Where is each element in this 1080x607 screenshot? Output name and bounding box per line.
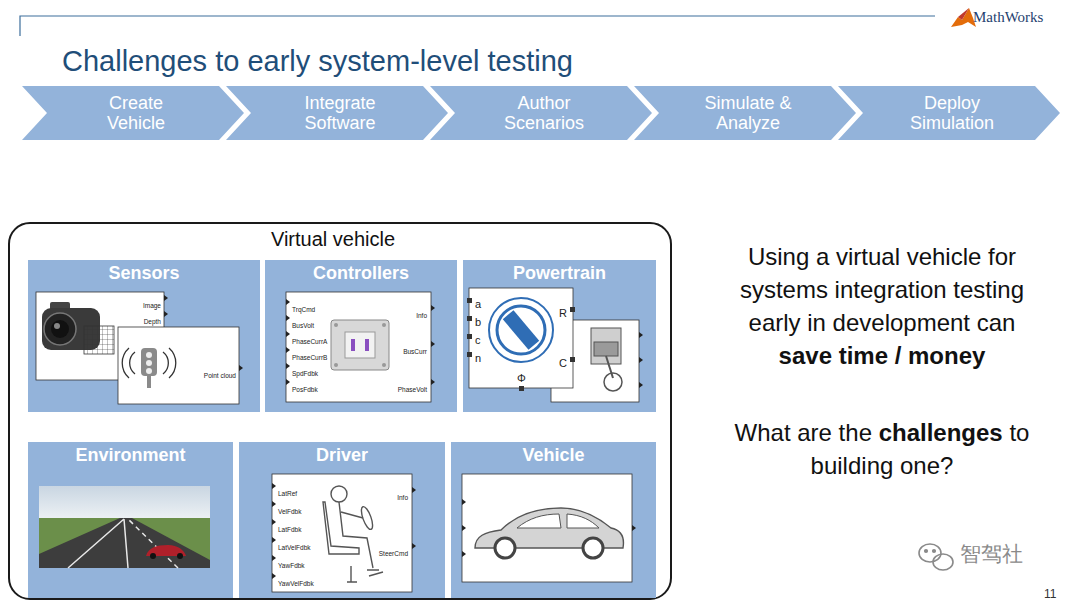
step-label: Deploy Simulation: [896, 93, 1008, 133]
virtual-vehicle-frame: Virtual vehicle SensorsImageDepthPoint c…: [8, 222, 672, 600]
port-name: LatVelFdbk: [278, 544, 311, 552]
label-anchor: Image: [143, 294, 161, 312]
component-panel: DriverLatRefVelFdbkLatFdbkLatVelFdbkYawF…: [239, 442, 445, 598]
label-anchor: a: [475, 294, 481, 312]
scene-image: [28, 442, 221, 598]
label-anchor: R: [559, 303, 567, 321]
label-anchor: Info: [416, 304, 427, 322]
component-panel: Environment: [28, 442, 233, 598]
label-anchor: Info: [397, 486, 408, 504]
port-name: Image: [143, 302, 161, 310]
port-name: LatFdbk: [278, 526, 302, 534]
label-anchor: SteerCmd: [379, 542, 408, 560]
port-name: BusVolt: [292, 322, 314, 330]
label-anchor: Depth: [144, 310, 161, 328]
label-anchor: BusCurr: [403, 340, 427, 358]
port-name: BusCurr: [403, 348, 427, 356]
label-anchor: PhaseVolt: [398, 378, 427, 396]
mathworks-logo: [951, 8, 976, 27]
panel-heading: Vehicle: [451, 445, 656, 466]
label-anchor: YawVelFdbk: [278, 572, 314, 590]
terminal-name: c: [475, 334, 481, 347]
slide-title: Challenges to early system-level testing: [62, 45, 573, 78]
panel-heading: Controllers: [265, 263, 457, 284]
brand-name: MathWorks: [973, 9, 1043, 26]
driver-block: [239, 442, 433, 598]
port-name: PhaseVolt: [398, 386, 427, 394]
label-anchor: b: [475, 312, 481, 330]
label-anchor: c: [475, 330, 481, 348]
note-text: What are the: [735, 419, 872, 446]
label-anchor: LatVelFdbk: [278, 536, 311, 554]
port-name: Info: [397, 494, 408, 502]
vehicle-block: [451, 442, 644, 598]
port-name: PhaseCurrA: [292, 338, 327, 346]
panel-heading: Driver: [239, 445, 445, 466]
process-step-chevron: Deploy Simulation: [838, 86, 1060, 140]
port-name: TrqCmd: [292, 306, 315, 314]
component-panel: ControllersTrqCmdBusVoltPhaseCurrA PhaseC…: [265, 260, 457, 412]
label-anchor: TrqCmd: [292, 298, 315, 316]
port-name: PosFdbk: [292, 386, 318, 394]
note-paragraph: Using a virtual vehicle for systems inte…: [717, 240, 1047, 372]
label-anchor: YawFdbk: [278, 554, 305, 572]
label-anchor: LatRef: [278, 482, 297, 500]
watermark: 智驾社: [960, 540, 1023, 568]
process-step-chevron: Create Vehicle: [22, 86, 244, 140]
terminal-name: n: [475, 352, 481, 365]
component-panel: Powertrain abcn R C Φ: [463, 260, 656, 412]
port-name: VelFdbk: [278, 508, 302, 516]
process-step-chevron: Simulate & Analyze: [634, 86, 856, 140]
label-anchor: PhaseCurrB: [292, 346, 327, 364]
label-anchor: BusVolt: [292, 314, 314, 332]
panel-heading: Sensors: [28, 263, 260, 284]
terminal-name: Φ: [517, 372, 526, 385]
terminal-name: b: [475, 316, 481, 329]
port-name: SpdFdbk: [292, 370, 318, 378]
port-name: SteerCmd: [379, 550, 408, 558]
component-panel: Vehicle: [451, 442, 656, 598]
port-name: Point cloud: [204, 372, 236, 380]
emphasis-text: save time / money: [779, 342, 986, 369]
terminal-name: R: [559, 307, 567, 320]
note-text: Using a virtual vehicle for systems inte…: [740, 243, 1024, 336]
panel-heading: Powertrain: [463, 263, 656, 284]
panel-heading: Environment: [28, 445, 233, 466]
emphasis-text: challenges: [879, 419, 1003, 446]
port-name: PhaseCurrB: [292, 354, 327, 362]
label-anchor: PosFdbk: [292, 378, 318, 396]
label-anchor: VelFdbk: [278, 500, 302, 518]
port-name: YawVelFdbk: [278, 580, 314, 588]
label-anchor: PhaseCurrA: [292, 330, 327, 348]
label-anchor: LatFdbk: [278, 518, 302, 536]
label-anchor: 智驾社: [960, 540, 1023, 568]
component-panel: SensorsImageDepthPoint cloud: [28, 260, 260, 412]
port-name: LatRef: [278, 490, 297, 498]
label-anchor: C: [559, 353, 567, 371]
port-name: YawFdbk: [278, 562, 305, 570]
step-label: Create Vehicle: [80, 93, 192, 133]
label-anchor: MathWorks: [973, 8, 1043, 26]
port-name: Depth: [144, 318, 161, 326]
process-step-chevron: Integrate Software: [226, 86, 448, 140]
note-paragraph: What are the challenges to building one?: [717, 416, 1047, 482]
terminal-name: C: [559, 357, 567, 370]
step-label: Simulate & Analyze: [692, 93, 804, 133]
label-anchor: Φ: [517, 368, 526, 386]
page-number: 11: [1044, 587, 1056, 601]
header-rule: [20, 16, 935, 36]
label-anchor: n: [475, 348, 481, 366]
wechat-icon: [919, 544, 953, 570]
process-step-chevron: Author Scenarios: [430, 86, 652, 140]
label-anchor: Point cloud: [204, 364, 236, 382]
port-name: Info: [416, 312, 427, 320]
label-anchor: 11: [1044, 584, 1056, 602]
label-anchor: SpdFdbk: [292, 362, 318, 380]
frame-heading: Virtual vehicle: [10, 228, 656, 251]
step-label: Author Scenarios: [488, 93, 600, 133]
terminal-name: a: [475, 298, 481, 311]
step-label: Integrate Software: [284, 93, 396, 133]
